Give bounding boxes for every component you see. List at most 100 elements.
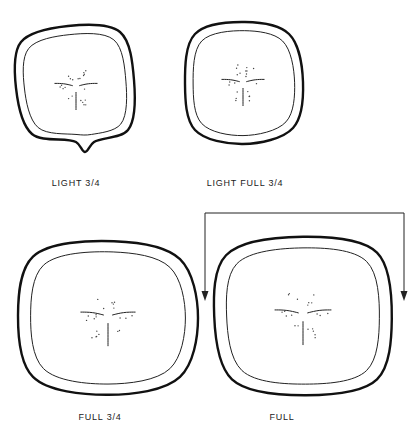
seed-dot — [125, 317, 126, 318]
seed-line — [275, 310, 299, 313]
seed-dot — [249, 96, 250, 97]
seed-dot — [314, 334, 315, 335]
seed-dot — [97, 299, 98, 300]
seed-dot — [88, 315, 89, 316]
seed-dot — [297, 299, 298, 300]
seed-dot — [84, 74, 85, 75]
seed-dot — [253, 68, 254, 69]
seed-dot — [85, 104, 86, 105]
seed-dot — [311, 302, 312, 303]
seed-dot — [307, 304, 308, 305]
seed-dot — [64, 87, 65, 88]
seed-dot — [68, 98, 69, 99]
seed-dot — [245, 76, 246, 77]
seed-dot — [229, 81, 230, 82]
seed-dot — [83, 104, 84, 105]
grade-label: FULL 3/4 — [78, 413, 121, 422]
seed-line — [76, 92, 77, 110]
grade-label: LIGHT FULL 3/4 — [207, 179, 284, 188]
flesh-outline — [23, 34, 126, 136]
seed-dot — [284, 311, 285, 312]
seed-dot — [83, 75, 84, 76]
seed-dot — [95, 314, 96, 315]
seed-dot — [246, 67, 247, 68]
seed-line — [54, 83, 72, 85]
seed-line — [303, 321, 304, 345]
seed-dot — [94, 318, 95, 319]
fruit-section — [18, 241, 198, 395]
seed-dot — [80, 100, 81, 101]
seed-dot — [79, 78, 80, 79]
seed-line — [246, 79, 264, 81]
seed-dot — [103, 308, 104, 309]
seed-dot — [308, 302, 309, 303]
seed-dot — [117, 331, 118, 332]
grade-bracket — [202, 213, 408, 301]
seed-dot — [113, 303, 114, 304]
bracket-line — [205, 213, 404, 296]
seed-dot — [111, 302, 112, 303]
seed-dot — [235, 100, 236, 101]
peel-outline — [185, 22, 303, 144]
fruit-section — [185, 22, 303, 144]
seed-dot — [228, 84, 229, 85]
seed-dot — [246, 70, 247, 71]
peel-outline — [18, 241, 198, 395]
seed-dot — [119, 317, 120, 318]
peel-outline — [214, 237, 392, 395]
seed-dot — [59, 86, 60, 87]
seed-dot — [68, 76, 69, 77]
seed-dot — [77, 78, 78, 79]
seed-dot — [85, 70, 86, 71]
seed-dot — [61, 85, 62, 86]
seed-dot — [235, 98, 236, 99]
seed-dot — [62, 88, 63, 89]
seed-dot — [297, 325, 298, 326]
fruit-section — [15, 25, 135, 152]
flesh-outline — [226, 248, 379, 384]
seed-dot — [85, 99, 86, 100]
seed-dot — [98, 334, 99, 335]
seed-dot — [294, 325, 295, 326]
seed-line — [80, 312, 103, 315]
seed-line — [243, 88, 244, 106]
seed-line — [79, 83, 97, 85]
seed-dot — [236, 68, 237, 69]
seed-dot — [312, 328, 313, 329]
seed-dot — [281, 311, 282, 312]
seed-dot — [286, 315, 287, 316]
seed-dot — [234, 82, 235, 83]
seed-dot — [246, 73, 247, 74]
seed-dot — [82, 102, 83, 103]
seed-dot — [256, 83, 257, 84]
seed-dot — [71, 95, 72, 96]
seed-dot — [314, 337, 315, 338]
seed-dot — [96, 336, 97, 337]
seed-dot — [72, 79, 73, 80]
seed-dot — [237, 64, 238, 65]
seed-dot — [249, 100, 250, 101]
peel-outline — [15, 25, 135, 152]
seed-dot — [95, 316, 96, 317]
seed-dot — [288, 294, 289, 295]
flesh-outline — [193, 31, 295, 136]
seed-dot — [113, 307, 114, 308]
seed-dot — [86, 320, 87, 321]
flesh-outline — [31, 252, 186, 384]
arrow-head — [401, 291, 408, 301]
seed-dot — [96, 330, 97, 331]
seed-dot — [307, 328, 308, 329]
seed-dot — [114, 302, 115, 303]
seed-dot — [95, 336, 96, 337]
seed-dot — [247, 91, 248, 92]
seed-line — [108, 323, 109, 346]
seed-dot — [119, 330, 120, 331]
seed-line — [307, 310, 331, 313]
seed-dot — [313, 330, 314, 331]
seed-dot — [316, 313, 317, 314]
seed-dot — [84, 88, 85, 89]
grade-label: LIGHT 3/4 — [52, 179, 101, 188]
arrow-head — [202, 291, 209, 301]
